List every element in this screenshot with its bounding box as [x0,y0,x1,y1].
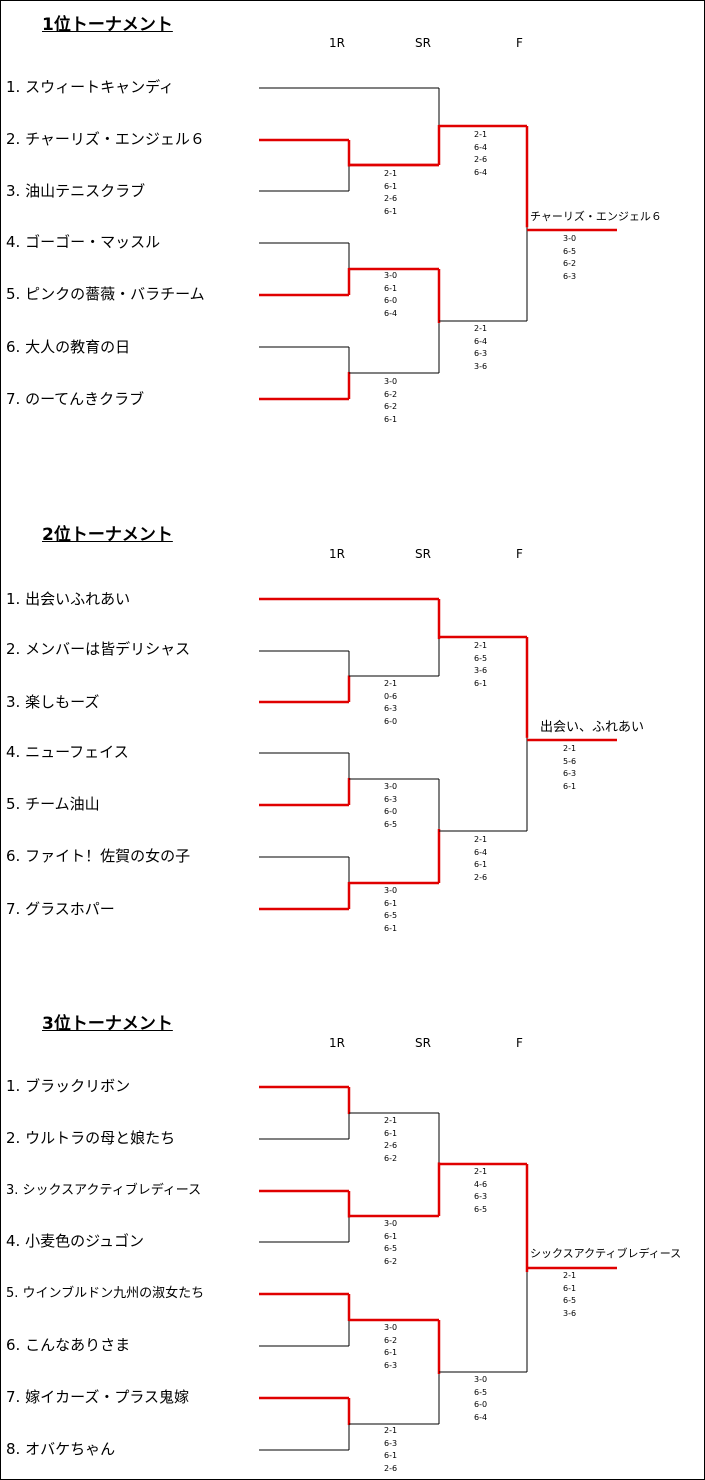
champion-name: シックスアクティブレディース [530,1247,682,1260]
match-score: 3-0 6-2 6-2 6-1 [384,377,398,424]
round-header-1r: 1R [329,1036,345,1050]
team-entry: 3. 油山テニスクラブ [6,182,146,200]
team-entry: 2. メンバーは皆デリシャス [6,640,191,658]
champion-name: 出会い、ふれあい [540,720,645,735]
match-score: 2-1 6-3 6-1 2-6 [384,1426,398,1473]
round-header-sr: SR [415,1036,431,1050]
match-score: 2-1 6-5 3-6 6-1 [474,641,488,688]
match-score: 2-1 6-4 2-6 6-4 [474,130,488,177]
team-entry: 4. ニューフェイス [6,743,129,761]
match-score: 3-0 6-2 6-1 6-3 [384,1323,398,1370]
team-entry: 3. 楽しもーズ [6,693,100,711]
final-score: 3-0 6-5 6-2 6-3 [563,234,577,281]
team-entry: 5. チーム油山 [6,795,100,813]
team-entry: 7. 嫁イカーズ・プラス鬼嫁 [6,1388,190,1406]
team-entry: 5. ウインブルドン九州の淑女たち [6,1286,205,1301]
team-entry: 4. 小麦色のジュゴン [6,1232,145,1250]
team-entry: 6. こんなありさま [6,1336,131,1354]
match-score: 2-1 6-1 2-6 6-1 [384,169,398,216]
round-header-sr: SR [415,547,431,561]
round-header-f: F [516,1036,523,1050]
match-score: 2-1 6-4 6-1 2-6 [474,835,488,882]
team-entry: 6. 大人の教育の日 [6,338,131,356]
tournament-title: 3位トーナメント [42,1014,173,1034]
team-entry: 7. グラスホパー [6,900,115,918]
tournament-title: 1位トーナメント [42,15,173,35]
match-score: 2-1 0-6 6-3 6-0 [384,679,398,726]
tournament-title: 2位トーナメント [42,525,173,545]
team-entry: 3. シックスアクティブレディース [6,1183,202,1198]
team-entry: 8. オバケちゃん [6,1440,116,1458]
team-entry: 2. チャーリズ・エンジェル６ [6,130,205,148]
match-score: 2-1 6-1 2-6 6-2 [384,1116,398,1163]
match-score: 2-1 6-4 6-3 3-6 [474,324,488,371]
match-score: 3-0 6-1 6-5 6-1 [384,886,398,933]
match-score: 2-1 4-6 6-3 6-5 [474,1167,488,1214]
team-entry: 1. ブラックリボン [6,1077,131,1095]
final-score: 2-1 6-1 6-5 3-6 [563,1271,577,1318]
team-entry: 4. ゴーゴー・マッスル [6,233,161,251]
round-header-1r: 1R [329,36,345,50]
team-entry: 1. スウィートキャンディ [6,78,175,96]
round-header-sr: SR [415,36,431,50]
round-header-1r: 1R [329,547,345,561]
match-score: 3-0 6-5 6-0 6-4 [474,1375,488,1422]
round-header-f: F [516,547,523,561]
team-entry: 2. ウルトラの母と娘たち [6,1129,176,1147]
team-entry: 5. ピンクの薔薇・バラチーム [6,285,205,303]
match-score: 3-0 6-1 6-5 6-2 [384,1219,398,1266]
round-header-f: F [516,36,523,50]
team-entry: 7. のーてんきクラブ [6,390,145,408]
match-score: 3-0 6-1 6-0 6-4 [384,271,398,318]
champion-name: チャーリズ・エンジェル６ [530,210,662,223]
match-score: 3-0 6-3 6-0 6-5 [384,782,398,829]
final-score: 2-1 5-6 6-3 6-1 [563,744,577,791]
team-entry: 6. ファイト！佐賀の女の子 [6,847,191,865]
team-entry: 1. 出会いふれあい [6,590,131,608]
